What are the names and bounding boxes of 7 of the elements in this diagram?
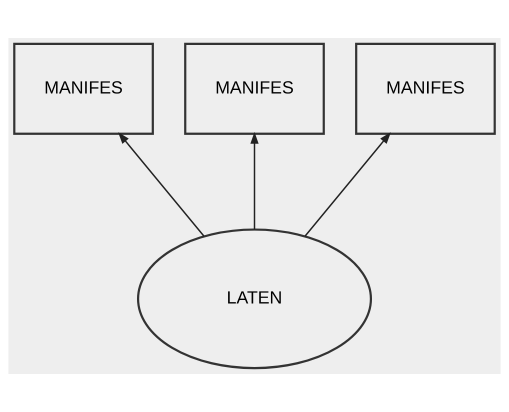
arrow: [118, 132, 205, 237]
node-box: MANIFES: [13, 42, 154, 135]
arrow: [250, 132, 259, 230]
node-ellipse: LATEN: [136, 228, 372, 370]
arrow: [304, 132, 391, 237]
node-box: MANIFES: [184, 42, 325, 135]
node-box: MANIFES: [355, 42, 496, 135]
